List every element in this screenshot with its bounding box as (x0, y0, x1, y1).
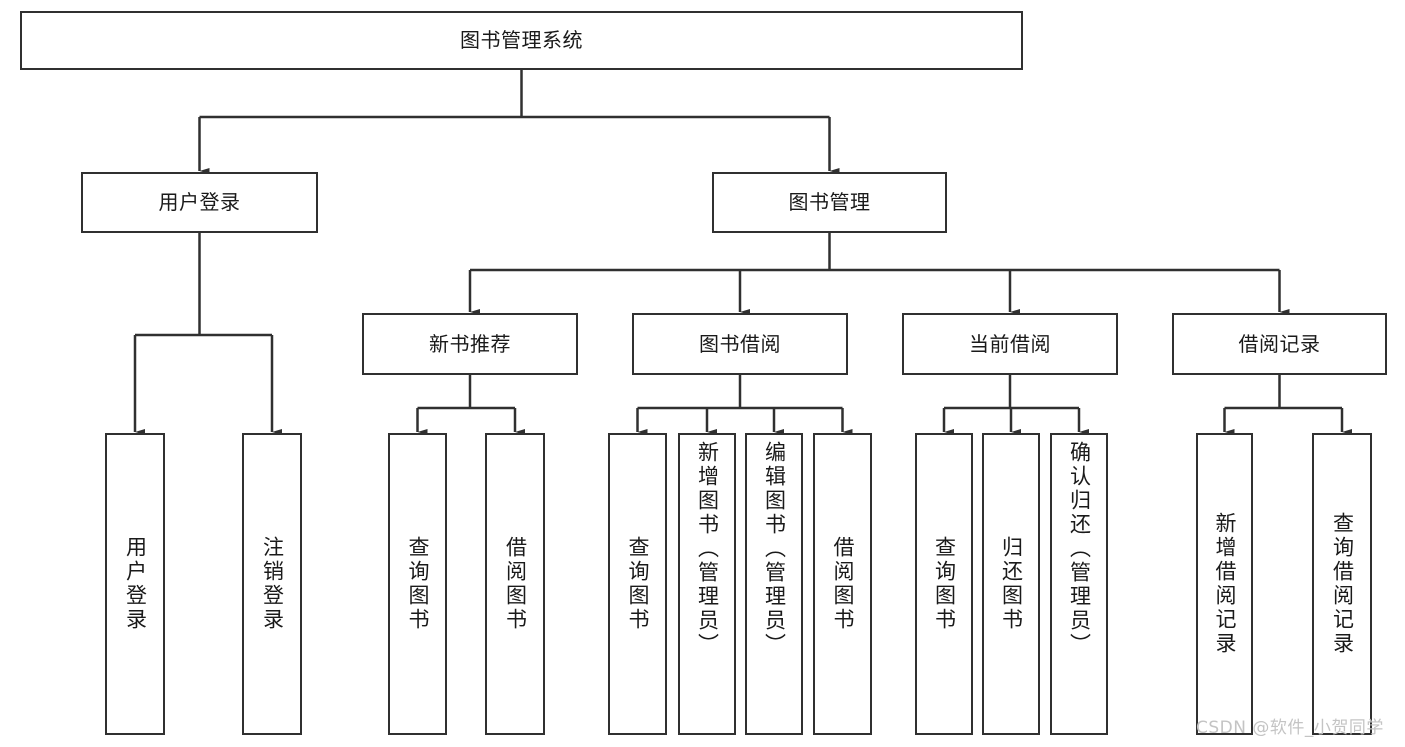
node-label-leaf-rec-query: 查询图书 (406, 536, 430, 632)
node-label-leaf-rec-search: 查询借阅记录 (1330, 512, 1355, 656)
node-leaf-cur-return[interactable]: 归还图书 (982, 433, 1040, 735)
node-current-borrow[interactable]: 当前借阅 (902, 313, 1118, 375)
node-leaf-rec-query[interactable]: 查询图书 (388, 433, 447, 735)
node-leaf-borrow-lend[interactable]: 借阅图书 (813, 433, 872, 735)
node-leaf-cur-confirm[interactable]: 确认归还（管理员） (1050, 433, 1108, 735)
node-label-leaf-user-login: 用户登录 (123, 536, 148, 632)
node-leaf-user-login[interactable]: 用户登录 (105, 433, 165, 735)
node-label-user-login: 用户登录 (158, 190, 241, 214)
node-label-leaf-borrow-lend: 借阅图书 (831, 536, 855, 632)
node-label-leaf-borrow-add: 新增图书（管理员） (695, 441, 720, 657)
node-leaf-borrow-query[interactable]: 查询图书 (608, 433, 667, 735)
node-root[interactable]: 图书管理系统 (20, 11, 1023, 70)
node-label-leaf-borrow-edit: 编辑图书（管理员） (762, 441, 787, 657)
node-label-leaf-user-logout: 注销登录 (260, 536, 285, 632)
node-label-leaf-cur-query: 查询图书 (932, 536, 957, 632)
node-book-manage[interactable]: 图书管理 (712, 172, 947, 233)
node-label-leaf-rec-add: 新增借阅记录 (1213, 512, 1237, 656)
node-label-book-manage: 图书管理 (788, 190, 871, 214)
node-label-borrow-record: 借阅记录 (1238, 331, 1321, 356)
node-leaf-cur-query[interactable]: 查询图书 (915, 433, 973, 735)
node-leaf-user-logout[interactable]: 注销登录 (242, 433, 302, 735)
node-label-book-borrow: 图书借阅 (699, 331, 781, 356)
node-leaf-rec-search[interactable]: 查询借阅记录 (1312, 433, 1372, 735)
node-label-leaf-rec-borrow: 借阅图书 (503, 536, 528, 632)
node-leaf-rec-add[interactable]: 新增借阅记录 (1196, 433, 1253, 735)
node-label-leaf-cur-confirm: 确认归还（管理员） (1067, 441, 1092, 657)
node-book-borrow[interactable]: 图书借阅 (632, 313, 848, 375)
node-new-book-rec[interactable]: 新书推荐 (362, 313, 578, 375)
node-label-leaf-cur-return: 归还图书 (999, 536, 1024, 632)
tree-connectors (133, 70, 1352, 435)
node-user-login[interactable]: 用户登录 (81, 172, 318, 233)
node-label-root: 图书管理系统 (460, 28, 583, 52)
node-label-new-book-rec: 新书推荐 (429, 331, 511, 356)
node-label-current-borrow: 当前借阅 (969, 331, 1051, 356)
node-leaf-borrow-add[interactable]: 新增图书（管理员） (678, 433, 736, 735)
node-leaf-rec-borrow[interactable]: 借阅图书 (485, 433, 545, 735)
node-borrow-record[interactable]: 借阅记录 (1172, 313, 1387, 375)
node-leaf-borrow-edit[interactable]: 编辑图书（管理员） (745, 433, 803, 735)
node-label-leaf-borrow-query: 查询图书 (626, 536, 650, 632)
